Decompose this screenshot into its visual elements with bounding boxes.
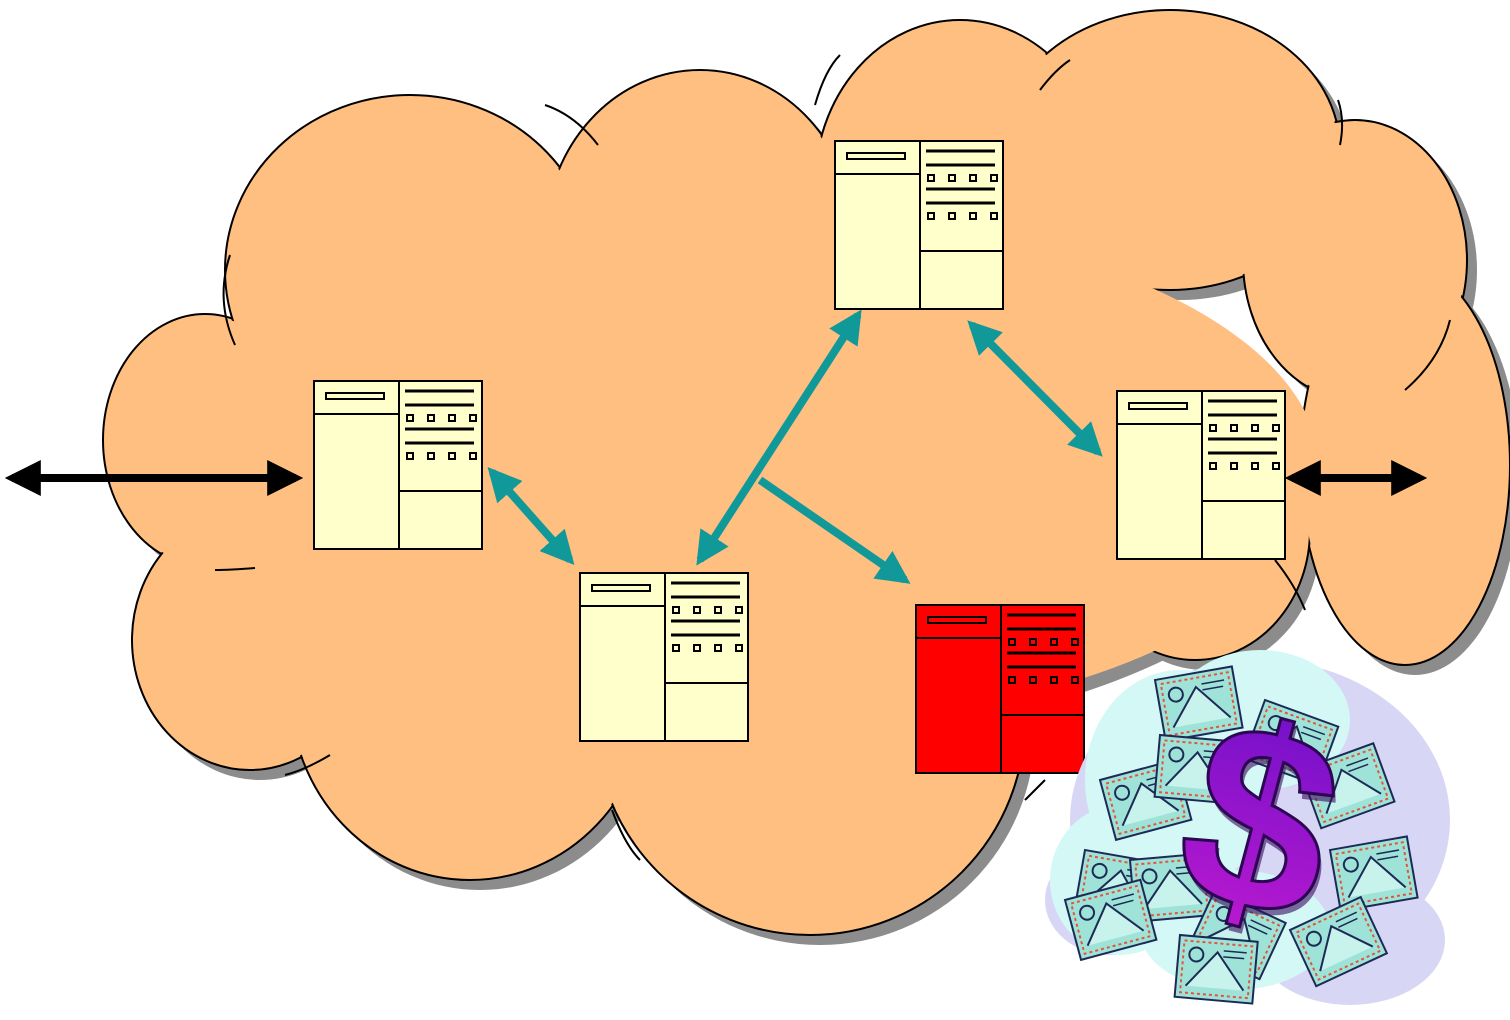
node-checkbox xyxy=(672,644,680,652)
node-checkbox xyxy=(1230,462,1238,470)
node-checkbox xyxy=(1230,424,1238,432)
node-checkbox xyxy=(469,452,477,460)
node-checkbox xyxy=(448,452,456,460)
node-checkbox xyxy=(1251,462,1259,470)
node-checkbox xyxy=(714,606,722,614)
node-checkbox xyxy=(969,212,977,220)
node-title-field xyxy=(1128,402,1188,410)
node-checkbox xyxy=(1008,638,1016,646)
node-checkbox xyxy=(1050,676,1058,684)
node-checkbox xyxy=(927,174,935,182)
link-center-top xyxy=(696,309,862,566)
node-checkbox xyxy=(735,644,743,652)
link-branch-red xyxy=(757,476,911,584)
bill-icon xyxy=(1153,665,1244,743)
node-checkbox xyxy=(693,606,701,614)
node-checkbox xyxy=(948,174,956,182)
node-checkbox xyxy=(1071,676,1079,684)
node-checkbox xyxy=(427,414,435,422)
node-checkbox xyxy=(427,452,435,460)
node-checkbox xyxy=(448,414,456,422)
node-checkbox xyxy=(1071,638,1079,646)
link-left-center xyxy=(487,466,575,566)
bill-icon xyxy=(1063,878,1158,962)
money-dollar-clipart: $ $ xyxy=(1045,650,1450,1005)
node-checkbox xyxy=(714,644,722,652)
bill-icon xyxy=(1173,933,1259,1005)
node-checkbox xyxy=(1272,462,1280,470)
node-checkbox xyxy=(1209,424,1217,432)
bill-icon xyxy=(1128,852,1215,923)
node-checkbox xyxy=(693,644,701,652)
node-checkbox xyxy=(1050,638,1058,646)
bill-icon xyxy=(1328,835,1419,913)
node-checkbox xyxy=(927,212,935,220)
node xyxy=(834,140,1004,310)
node-title-field xyxy=(591,584,651,592)
cloud-creases xyxy=(214,54,1451,861)
node-checkbox xyxy=(990,212,998,220)
node-checkbox xyxy=(469,414,477,422)
node-checkbox xyxy=(735,606,743,614)
nodes xyxy=(313,140,1286,774)
node xyxy=(1116,390,1286,560)
node-title-field xyxy=(325,392,385,400)
node-checkbox xyxy=(672,606,680,614)
bill-stack xyxy=(1063,665,1419,1005)
link-top-right xyxy=(967,320,1103,457)
node-checkbox xyxy=(1209,462,1217,470)
node-highlighted xyxy=(915,604,1085,774)
node-title-field xyxy=(927,616,987,624)
connections xyxy=(487,309,1103,584)
node-checkbox xyxy=(1029,676,1037,684)
node-checkbox xyxy=(406,452,414,460)
node-title-field xyxy=(846,152,906,160)
node-checkbox xyxy=(969,174,977,182)
node-checkbox xyxy=(1008,676,1016,684)
node-checkbox xyxy=(1251,424,1259,432)
node-checkbox xyxy=(406,414,414,422)
node-checkbox xyxy=(1272,424,1280,432)
node-checkbox xyxy=(948,212,956,220)
node-checkbox xyxy=(1029,638,1037,646)
bill-icon xyxy=(1288,895,1389,988)
node xyxy=(579,572,749,742)
bill-icon xyxy=(1298,742,1396,830)
bill-icon xyxy=(1153,733,1239,805)
node-checkbox xyxy=(990,174,998,182)
node xyxy=(313,380,483,550)
